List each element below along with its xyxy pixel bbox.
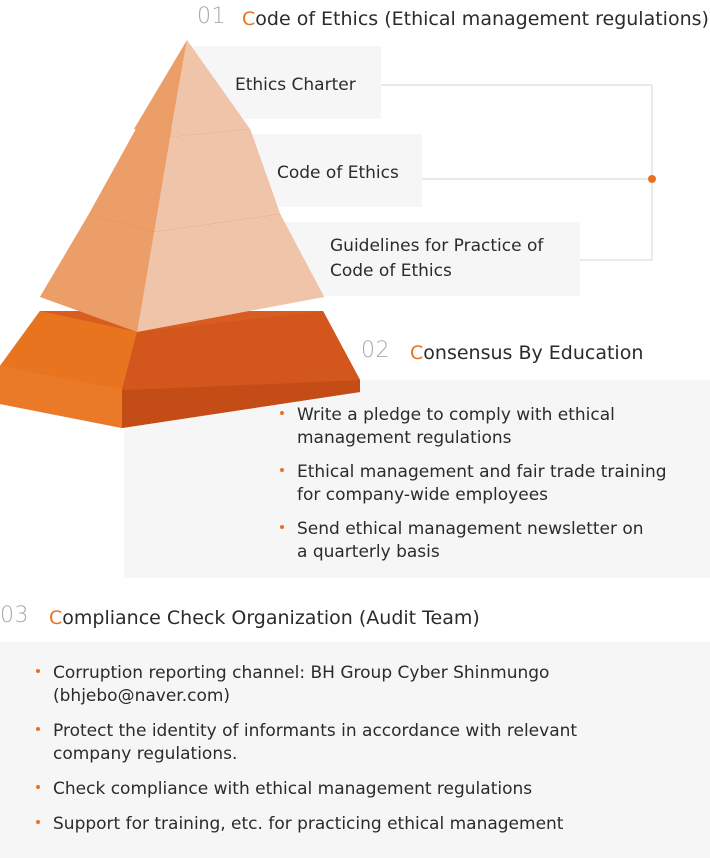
section2-title-rest: onsensus By Education: [423, 342, 644, 364]
level-label-ethics-charter: Ethics Charter: [235, 75, 356, 95]
section1-number: 01: [197, 4, 226, 29]
section2-title: Consensus By Education: [410, 342, 643, 364]
list-item: Support for training, etc. for practicin…: [36, 813, 703, 836]
bullet-dot: [280, 525, 284, 529]
section2-title-initial: C: [410, 342, 424, 364]
list-item: Corruption reporting channel: BH Group C…: [36, 662, 703, 708]
bullet-dot: [36, 727, 40, 731]
level1-left: [134, 40, 187, 137]
education-list: Write a pledge to comply with ethical ma…: [280, 404, 710, 564]
list-item: Ethical management and fair trade traini…: [280, 461, 710, 507]
list-item: Write a pledge to comply with ethical ma…: [280, 404, 710, 450]
section1-title: Code of Ethics (Ethical management regul…: [242, 8, 709, 30]
level3-front: [137, 214, 324, 332]
section1-title-rest: ode of Ethics (Ethical management regula…: [255, 8, 709, 30]
section3-number: 03: [0, 603, 29, 628]
list-item: Protect the identity of informants in ac…: [36, 720, 703, 766]
list-item: Check compliance with ethical management…: [36, 778, 703, 801]
section3-title-initial: C: [49, 607, 63, 629]
level1-front: [170, 40, 250, 137]
education-box: [124, 380, 710, 578]
list-item: Send ethical management newsletter on a …: [280, 518, 710, 564]
section3-title: Compliance Check Organization (Audit Tea…: [49, 607, 480, 629]
audit-list: Corruption reporting channel: BH Group C…: [36, 662, 703, 836]
audit-box: [0, 642, 710, 858]
bullet-dot: [36, 669, 40, 673]
section1-title-initial: C: [242, 8, 256, 30]
connector-dot: [648, 175, 656, 183]
level2-left: [89, 129, 170, 232]
bullet-dot: [36, 785, 40, 789]
level-label-guidelines-line2: Code of Ethics: [330, 261, 452, 281]
level2-front: [154, 129, 280, 232]
bullet-dot: [280, 468, 284, 472]
section2-number: 02: [361, 338, 390, 363]
level-label-guidelines-line1: Guidelines for Practice of: [330, 236, 544, 256]
level-label-guidelines: Guidelines for Practice of Code of Ethic…: [330, 234, 543, 284]
level3-left: [40, 214, 154, 332]
bullet-dot: [36, 820, 40, 824]
level-label-code-of-ethics: Code of Ethics: [277, 163, 399, 183]
section3-title-rest: ompliance Check Organization (Audit Team…: [62, 607, 480, 629]
bullet-dot: [280, 411, 284, 415]
